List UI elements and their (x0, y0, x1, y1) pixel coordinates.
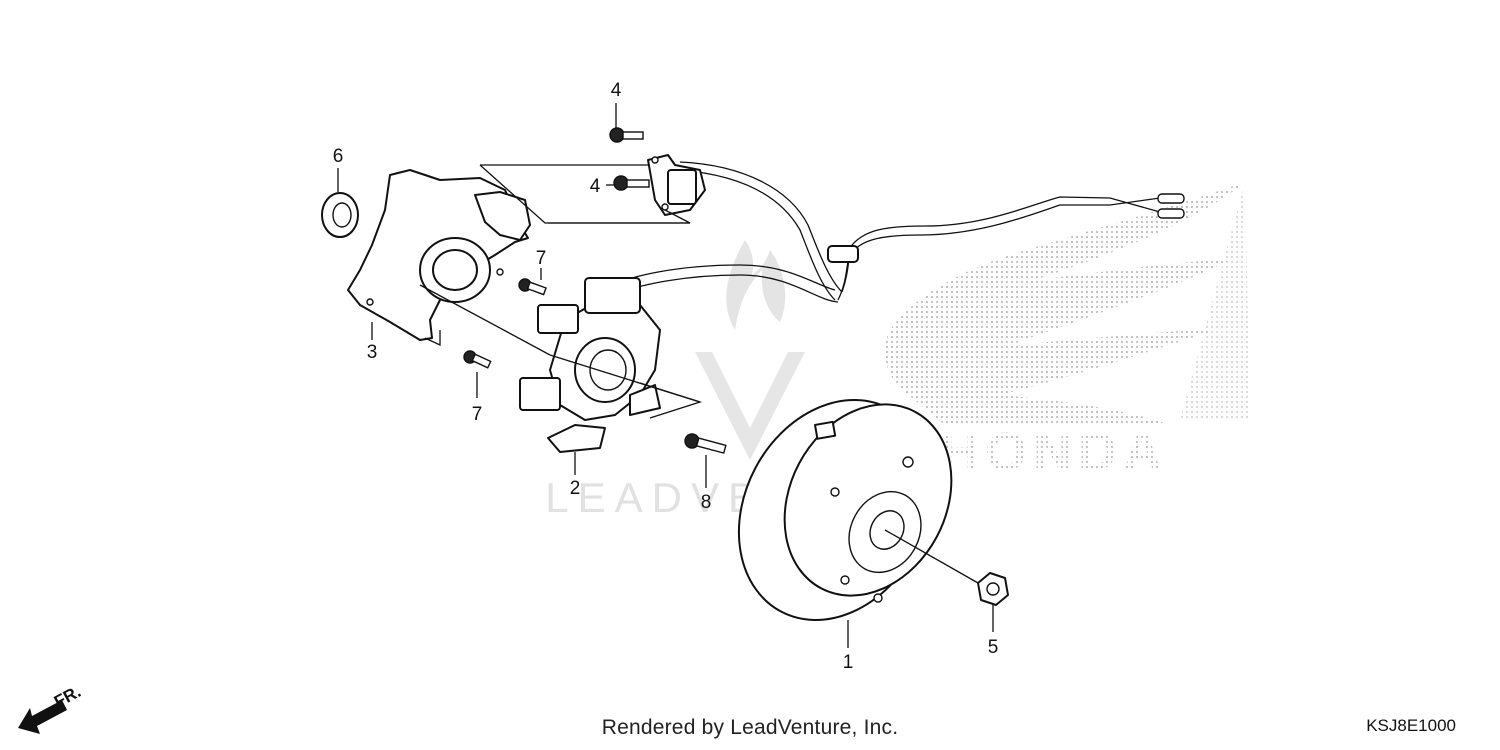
flange-nut (977, 572, 1009, 606)
leadventure-logo-watermark (695, 240, 805, 460)
bolt-4-lower (613, 175, 650, 191)
callout-1: 1 (843, 652, 854, 673)
leader-lines (337, 103, 994, 648)
flywheel (737, 399, 953, 621)
callout-8: 8 (701, 492, 712, 513)
callout-2: 2 (570, 478, 581, 499)
pulse-generator (647, 154, 706, 216)
callout-7-upper: 7 (536, 248, 547, 269)
bolt-8 (684, 433, 727, 454)
callout-4-lower: 4 (590, 176, 601, 197)
honda-wing-watermark (884, 182, 1250, 425)
stator-base-plate (347, 169, 531, 347)
screw-7-lower (463, 350, 492, 369)
callout-6: 6 (333, 146, 344, 167)
callout-5: 5 (988, 637, 999, 658)
wiring-harness (599, 161, 1185, 303)
render-credit: Rendered by LeadVenture, Inc. (601, 716, 899, 739)
screw-7-upper (518, 278, 547, 296)
oil-seal (321, 192, 359, 238)
stator (519, 277, 661, 453)
front-direction-arrow-icon (18, 700, 67, 734)
callout-4-upper: 4 (611, 80, 622, 101)
callout-3: 3 (367, 342, 378, 363)
callout-7-lower: 7 (472, 404, 483, 425)
diagram-code: KSJ8E1000 (1366, 716, 1456, 735)
bolt-4-upper (609, 127, 644, 143)
honda-text-watermark: HONDA (940, 422, 1168, 482)
